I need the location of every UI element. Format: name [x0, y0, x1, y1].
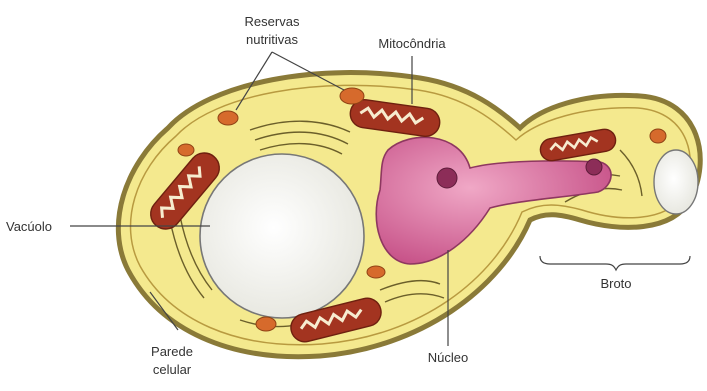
- vacuole: [200, 154, 364, 318]
- label-mitocondria: Mitocôndria: [378, 36, 446, 51]
- label-reservas-line2: nutritivas: [246, 32, 299, 47]
- label-broto: Broto: [600, 276, 631, 291]
- bud-vacuole: [654, 150, 698, 214]
- bud-nucleolus: [586, 159, 602, 175]
- label-vacuolo: Vacúolo: [6, 219, 52, 234]
- label-nucleo: Núcleo: [428, 350, 468, 365]
- label-parede-line1: Parede: [151, 344, 193, 359]
- label-reservas-line1: Reservas: [245, 14, 300, 29]
- label-parede-line2: celular: [153, 362, 192, 377]
- nucleolus: [437, 168, 457, 188]
